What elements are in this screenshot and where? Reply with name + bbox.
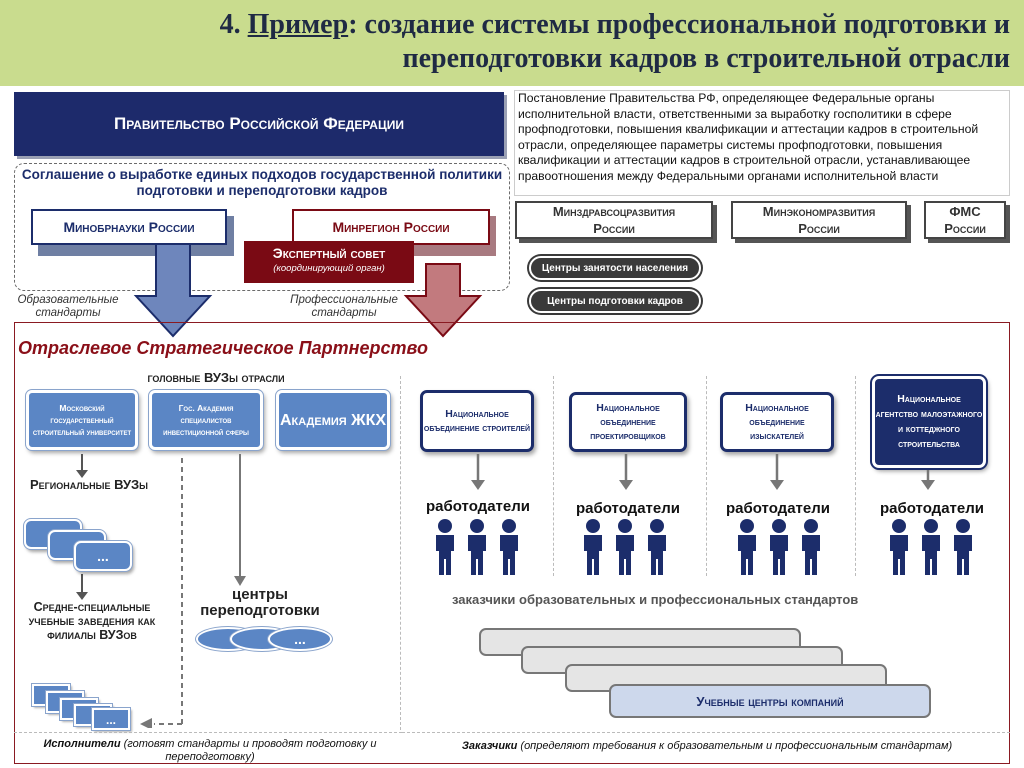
professional-standards-label: Профессиональные стандарты bbox=[290, 294, 398, 319]
agreement-frame bbox=[14, 163, 510, 291]
divider-3 bbox=[855, 376, 856, 576]
customers-caption: заказчики образовательных и профессионал… bbox=[452, 592, 859, 607]
employment-centers-pill: Центры занятости населения bbox=[529, 256, 701, 280]
head-universities-label: головные ВУЗы отрасли bbox=[147, 370, 285, 385]
resolution-note: Постановление Правительства РФ, определя… bbox=[514, 90, 1010, 196]
title-line-2: переподготовки кадров в строительной отр… bbox=[402, 43, 1010, 74]
employers-label-3: работодатели bbox=[726, 500, 830, 517]
divider-2 bbox=[706, 376, 707, 576]
assoc-surveyors: Национальное объединение изыскателей bbox=[720, 392, 834, 452]
univ-academy-invest: Гос. Академия специалистов инвестиционно… bbox=[149, 390, 263, 450]
expert-council-title: Экспертный совет bbox=[272, 245, 386, 261]
customers-note: Заказчики (определяют требования к образ… bbox=[461, 740, 953, 752]
footer-right-line bbox=[402, 732, 1010, 764]
branch-card-5: ... bbox=[92, 708, 130, 730]
agreement-text: Соглашение о выработке единых подходов г… bbox=[21, 167, 503, 198]
partnership-title: Отраслевое Стратегическое Партнерство bbox=[18, 338, 428, 358]
employers-label-4: работодатели bbox=[880, 500, 984, 517]
slide-title: 4. Пример: создание системы профессионал… bbox=[219, 9, 1010, 74]
expert-council: Экспертный совет (координирующий орган) bbox=[244, 241, 414, 283]
blue-arrow-icon bbox=[133, 244, 213, 338]
people-icon bbox=[430, 518, 1010, 580]
assoc-lowrise: Национальное агентство малоэтажного и ко… bbox=[872, 376, 986, 468]
ministry-minobr: Минобрнауки России bbox=[31, 209, 227, 245]
executors-note: Исполнители (готовят стандарты и проводя… bbox=[43, 738, 377, 763]
regional-universities-label: Региональные ВУЗы bbox=[30, 477, 148, 492]
government-box: Правительство Российской Федерации bbox=[14, 92, 504, 156]
left-connectors bbox=[76, 454, 246, 728]
retraining-center-3: ... bbox=[268, 627, 332, 651]
title-example-word: Пример bbox=[247, 9, 349, 40]
divider-main bbox=[400, 376, 401, 730]
employers-label-1: работодатели bbox=[426, 498, 530, 515]
employers-label-2: работодатели bbox=[576, 500, 680, 517]
assoc-builders: Национальное объединение строителей bbox=[420, 390, 534, 452]
assoc-designers: Национальное объединение проектировщиков bbox=[569, 392, 687, 452]
red-arrow-icon bbox=[403, 263, 483, 338]
header-bar bbox=[0, 0, 1024, 86]
employer-arrows bbox=[471, 454, 935, 490]
footer-left-line bbox=[14, 732, 402, 764]
regional-univ-card-3: ... bbox=[74, 541, 132, 571]
secondary-schools-label: Средне-специальные учебные заведения как… bbox=[28, 600, 156, 642]
univ-academy-zhkh: Академия ЖКХ bbox=[276, 390, 390, 450]
training-centers-pill: Центры подготовки кадров bbox=[529, 289, 701, 313]
company-training-centers: Учебные центры компаний bbox=[609, 684, 931, 718]
partnership-frame bbox=[14, 322, 1010, 764]
expert-council-subtitle: (координирующий орган) bbox=[273, 263, 385, 274]
educational-standards-label: Образовательные стандарты bbox=[17, 294, 119, 319]
univ-mgsu: Московский государственный строительный … bbox=[26, 390, 138, 450]
standards-arrows bbox=[133, 244, 483, 338]
ministry-minreg: Минрегион России bbox=[292, 209, 490, 245]
retraining-centers-label: центры переподготовки bbox=[200, 586, 320, 619]
divider-1 bbox=[553, 376, 554, 576]
